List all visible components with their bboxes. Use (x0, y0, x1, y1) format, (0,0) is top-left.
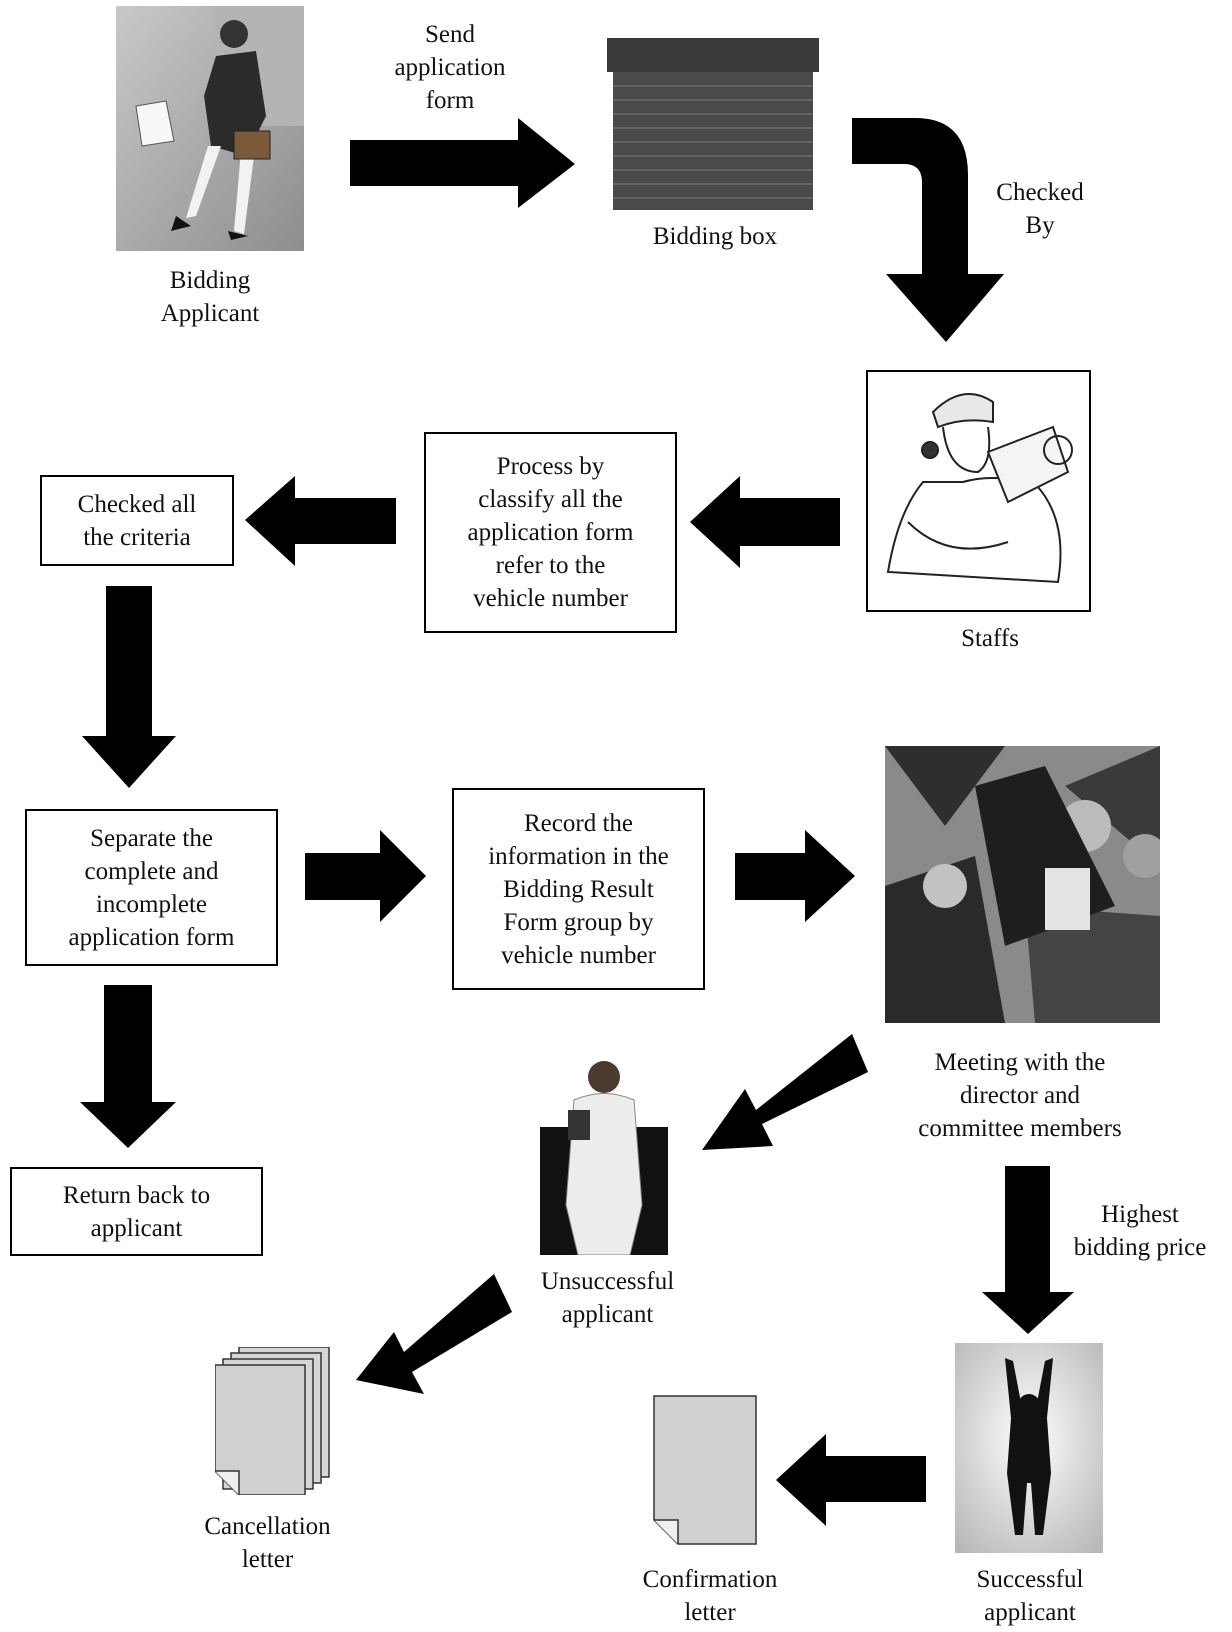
checked-criteria-box: Checked all the criteria (40, 475, 234, 566)
process-line: application form (467, 519, 634, 546)
separate-line: application form (68, 923, 235, 951)
label-line: Checked (996, 179, 1084, 206)
unsuccessful-label: Unsuccessful applicant (515, 1265, 700, 1331)
arrow-to-checked-criteria (245, 476, 396, 566)
process-line: refer to the (495, 552, 606, 579)
send-form-label: Send application form (370, 18, 530, 117)
label-line: letter (241, 1546, 294, 1573)
label-line: Applicant (160, 300, 260, 327)
staffs-label: Staffs (961, 625, 1019, 652)
label-line: Send (425, 21, 475, 48)
label-line: application (394, 54, 506, 81)
return-line: applicant (90, 1214, 183, 1242)
arrow-to-confirmation (776, 1434, 926, 1526)
separate-line: incomplete (95, 890, 208, 918)
successful-applicant-picture (955, 1343, 1103, 1553)
label-line: bidding price (1073, 1234, 1207, 1261)
record-line: Form group by (503, 908, 654, 936)
highest-price-label: Highest bidding price (1055, 1198, 1225, 1264)
record-box: Record the information in the Bidding Re… (452, 788, 705, 990)
meeting-label: Meeting with the director and committee me… (890, 1046, 1150, 1145)
arrow-send-form (350, 118, 575, 208)
process-line: vehicle number (473, 585, 628, 612)
label-line: Bidding (169, 267, 251, 294)
return-line: Return back to (62, 1181, 211, 1209)
separate-line: Separate the (90, 824, 213, 852)
process-box: Process by classify all the application … (424, 432, 677, 633)
separate-box: Separate the complete and incomplete app… (25, 809, 278, 966)
label-line: By (1025, 212, 1055, 239)
label-line: form (425, 87, 475, 114)
bidding-box-picture (607, 38, 819, 210)
label-line: Confirmation (642, 1566, 778, 1593)
confirmation-letter-picture (653, 1395, 757, 1545)
return-box: Return back to applicant (10, 1167, 263, 1256)
staffs-picture (866, 370, 1091, 612)
arrow-highest-price (982, 1166, 1074, 1334)
arrow-to-unsuccessful (702, 1034, 868, 1150)
process-line: classify all the (478, 486, 623, 513)
arrow-checked-by (852, 118, 1004, 342)
checked-criteria-line: Checked all (77, 490, 197, 518)
arrow-to-return (80, 985, 176, 1148)
label-line: applicant (561, 1301, 654, 1328)
record-line: information in the (488, 842, 669, 870)
label-line: Successful (976, 1566, 1084, 1593)
meeting-picture (885, 746, 1160, 1023)
label-line: director and (959, 1082, 1081, 1109)
label-line: committee members (918, 1115, 1122, 1142)
arrow-to-meeting (735, 830, 855, 922)
process-line: Process by (496, 453, 605, 480)
label-line: Unsuccessful (540, 1268, 675, 1295)
bidding-box-label: Bidding box (652, 223, 778, 250)
successful-label: Successful applicant (955, 1563, 1105, 1629)
label-line: Highest (1101, 1201, 1179, 1228)
record-line: Record the (524, 809, 633, 837)
arrow-to-record (305, 830, 426, 922)
unsuccessful-applicant-picture (540, 1061, 668, 1255)
separate-line: complete and (84, 857, 219, 885)
confirmation-label: Confirmation letter (625, 1563, 795, 1629)
arrow-to-cancellation (356, 1274, 512, 1394)
bidding-applicant-picture (116, 6, 304, 251)
label-line: Cancellation (204, 1513, 331, 1540)
label-line: letter (684, 1599, 736, 1626)
record-line: Bidding Result (503, 875, 654, 903)
record-line: vehicle number (501, 941, 656, 969)
cancellation-label: Cancellation letter (185, 1510, 350, 1576)
label-line: applicant (984, 1599, 1076, 1626)
label-line: Meeting with the (934, 1049, 1106, 1076)
arrow-to-separate (82, 586, 176, 788)
checked-criteria-line: the criteria (83, 523, 191, 551)
arrow-to-process (690, 476, 840, 568)
cancellation-letter-picture (215, 1347, 330, 1495)
